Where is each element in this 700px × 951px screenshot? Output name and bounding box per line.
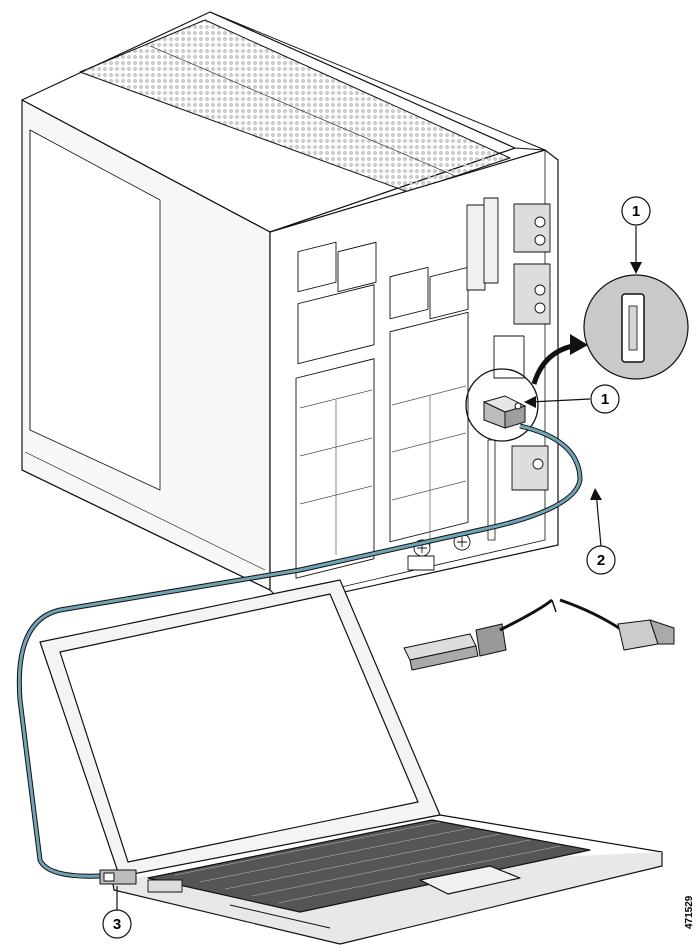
callout-2-cable: 2 xyxy=(586,488,616,575)
usb-mini-port xyxy=(482,395,527,429)
laptop-screen xyxy=(59,593,419,863)
figure-id-label: 471529 xyxy=(684,895,695,929)
callout-number: 2 xyxy=(597,552,605,569)
rj45-port-block-left xyxy=(295,284,375,579)
callout-1-zoom: 1 xyxy=(621,196,651,274)
callout-number: 3 xyxy=(113,916,121,933)
figure-id: 471529 xyxy=(684,879,698,929)
status-led-panel xyxy=(466,197,499,291)
callout-number: 1 xyxy=(632,203,640,220)
laptop-trackpad xyxy=(419,865,521,895)
usb-cable-icon xyxy=(403,598,675,671)
rj45-port-block-right xyxy=(389,311,469,543)
usb-port-highlight-circle xyxy=(465,368,539,442)
callout-number: 1 xyxy=(601,391,609,408)
power-terminal-blocks xyxy=(511,203,551,491)
laptop-keyboard xyxy=(147,819,591,913)
top-vent xyxy=(79,19,511,193)
laptop-vga-port xyxy=(147,879,183,893)
sfp-ports xyxy=(297,241,469,320)
usb-cable xyxy=(16,423,583,879)
laptop-usb-port xyxy=(99,869,137,885)
console-rj45-port xyxy=(493,335,525,379)
callout-1-port: 1 xyxy=(524,384,620,414)
industrial-switch xyxy=(21,11,559,606)
callout-3-laptop-port: 3 xyxy=(102,886,132,939)
usb-mini-port-zoom xyxy=(583,274,689,380)
laptop xyxy=(39,579,663,945)
